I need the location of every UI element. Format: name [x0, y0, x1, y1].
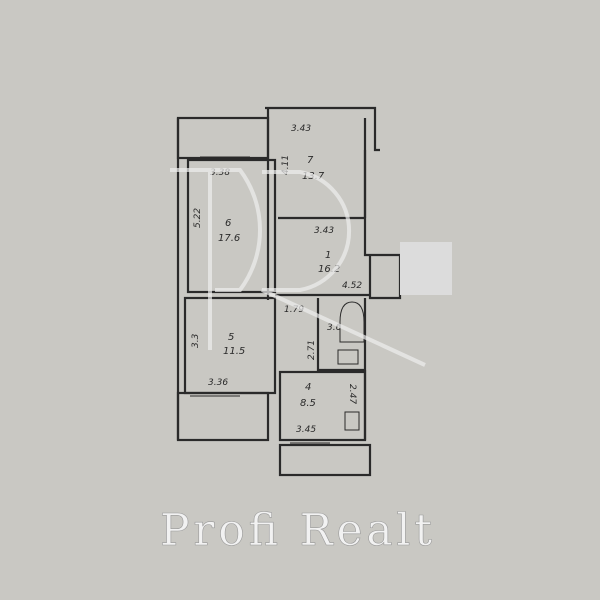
svg-text:4.11: 4.11 — [281, 155, 291, 175]
svg-text:5: 5 — [228, 332, 234, 343]
room-4: 4 8.5 2.47 3.45 — [296, 382, 357, 435]
svg-text:2.47: 2.47 — [347, 384, 357, 404]
svg-text:3.3: 3.3 — [191, 333, 201, 348]
room-6: 3.38 5.22 6 17.6 — [193, 168, 240, 244]
svg-text:1.79: 1.79 — [284, 305, 304, 315]
svg-text:4.52: 4.52 — [342, 281, 362, 291]
svg-text:3.43: 3.43 — [314, 226, 334, 236]
room-5: 3.3 5 11.5 3.36 — [191, 332, 245, 388]
svg-text:16.2: 16.2 — [318, 264, 340, 275]
svg-text:3.38: 3.38 — [210, 168, 230, 178]
svg-text:11.5: 11.5 — [223, 346, 245, 357]
bathroom-area: 3.6 — [327, 323, 342, 333]
corridor-dim: 2.71 — [307, 340, 317, 360]
svg-text:5.22: 5.22 — [193, 208, 203, 228]
watermark-text: Profi Realt — [160, 505, 432, 556]
blank-patch — [400, 242, 452, 295]
room-1: 3.43 1 16.2 4.52 1.79 — [284, 226, 362, 315]
svg-text:7: 7 — [307, 155, 314, 166]
watermark-logo — [170, 168, 426, 367]
svg-text:1: 1 — [325, 250, 331, 261]
svg-text:17.6: 17.6 — [218, 233, 240, 244]
svg-text:3.45: 3.45 — [296, 425, 316, 435]
svg-text:4: 4 — [305, 382, 311, 393]
svg-text:3.36: 3.36 — [208, 378, 228, 388]
svg-text:6: 6 — [225, 218, 231, 229]
svg-text:8.5: 8.5 — [300, 398, 316, 409]
svg-text:3.43: 3.43 — [291, 124, 311, 134]
